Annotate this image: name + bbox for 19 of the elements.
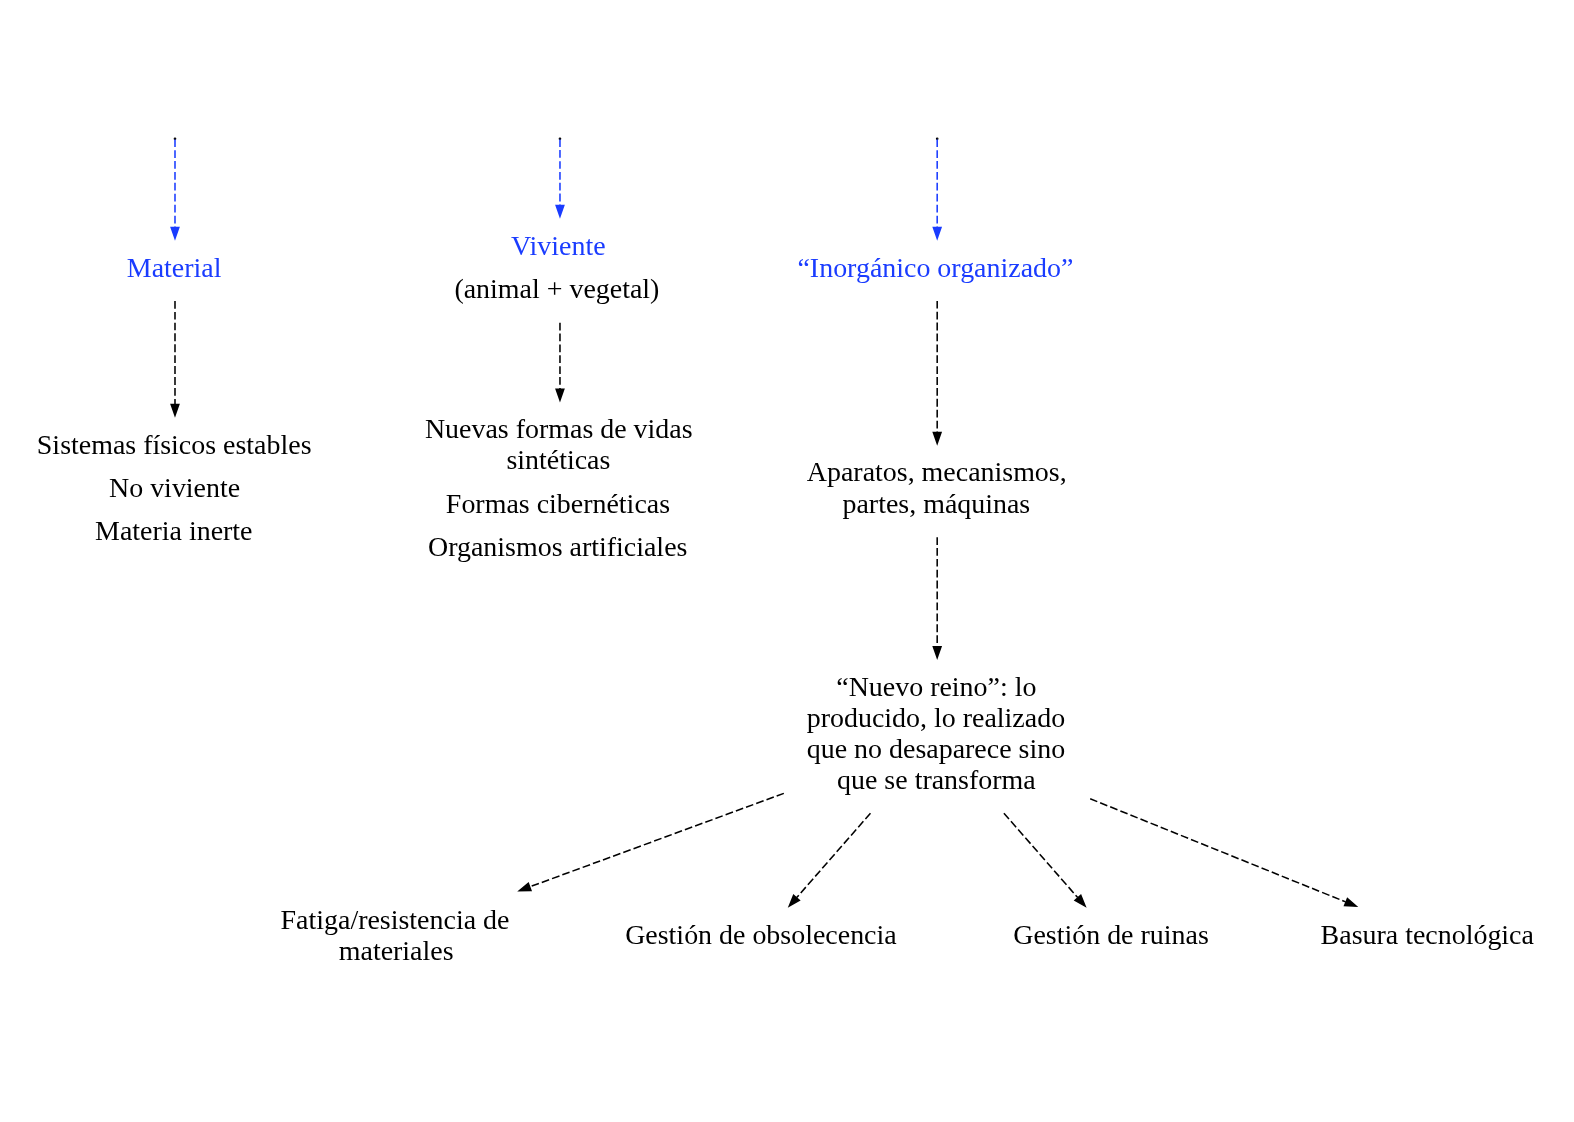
arrow xyxy=(787,812,872,908)
node-text: “Nuevo reino”: lo producido, lo realizado que no desaparece sino que se transforma xyxy=(806,670,1066,795)
node-text: Material xyxy=(126,251,222,283)
arrow xyxy=(932,300,943,446)
node-text: Sistemas físicos estables No viviente Materia inerte xyxy=(36,428,312,547)
arrow xyxy=(555,322,565,403)
node-text: “Inorgánico organizado” xyxy=(797,251,1074,283)
node-text: Viviente (animal + vegetal) xyxy=(454,229,660,305)
arrow xyxy=(1089,797,1359,907)
arrow xyxy=(1003,812,1087,908)
node-text: Gestión de obsolecencia xyxy=(625,919,897,951)
node-text: Aparatos, mecanismos, partes, máquinas xyxy=(806,456,1067,519)
arrow xyxy=(932,536,943,660)
node-text: Gestión de ruinas xyxy=(1013,919,1209,951)
arrow xyxy=(170,300,180,418)
node-text: Nuevas formas de vidas sintéticas Formas cibernéticas Organismos artificiales xyxy=(424,412,693,562)
node-text: Basura tecnológica xyxy=(1320,919,1534,951)
arrow xyxy=(517,792,785,892)
node-text: Fatiga/resistencia de materiales xyxy=(280,903,510,966)
